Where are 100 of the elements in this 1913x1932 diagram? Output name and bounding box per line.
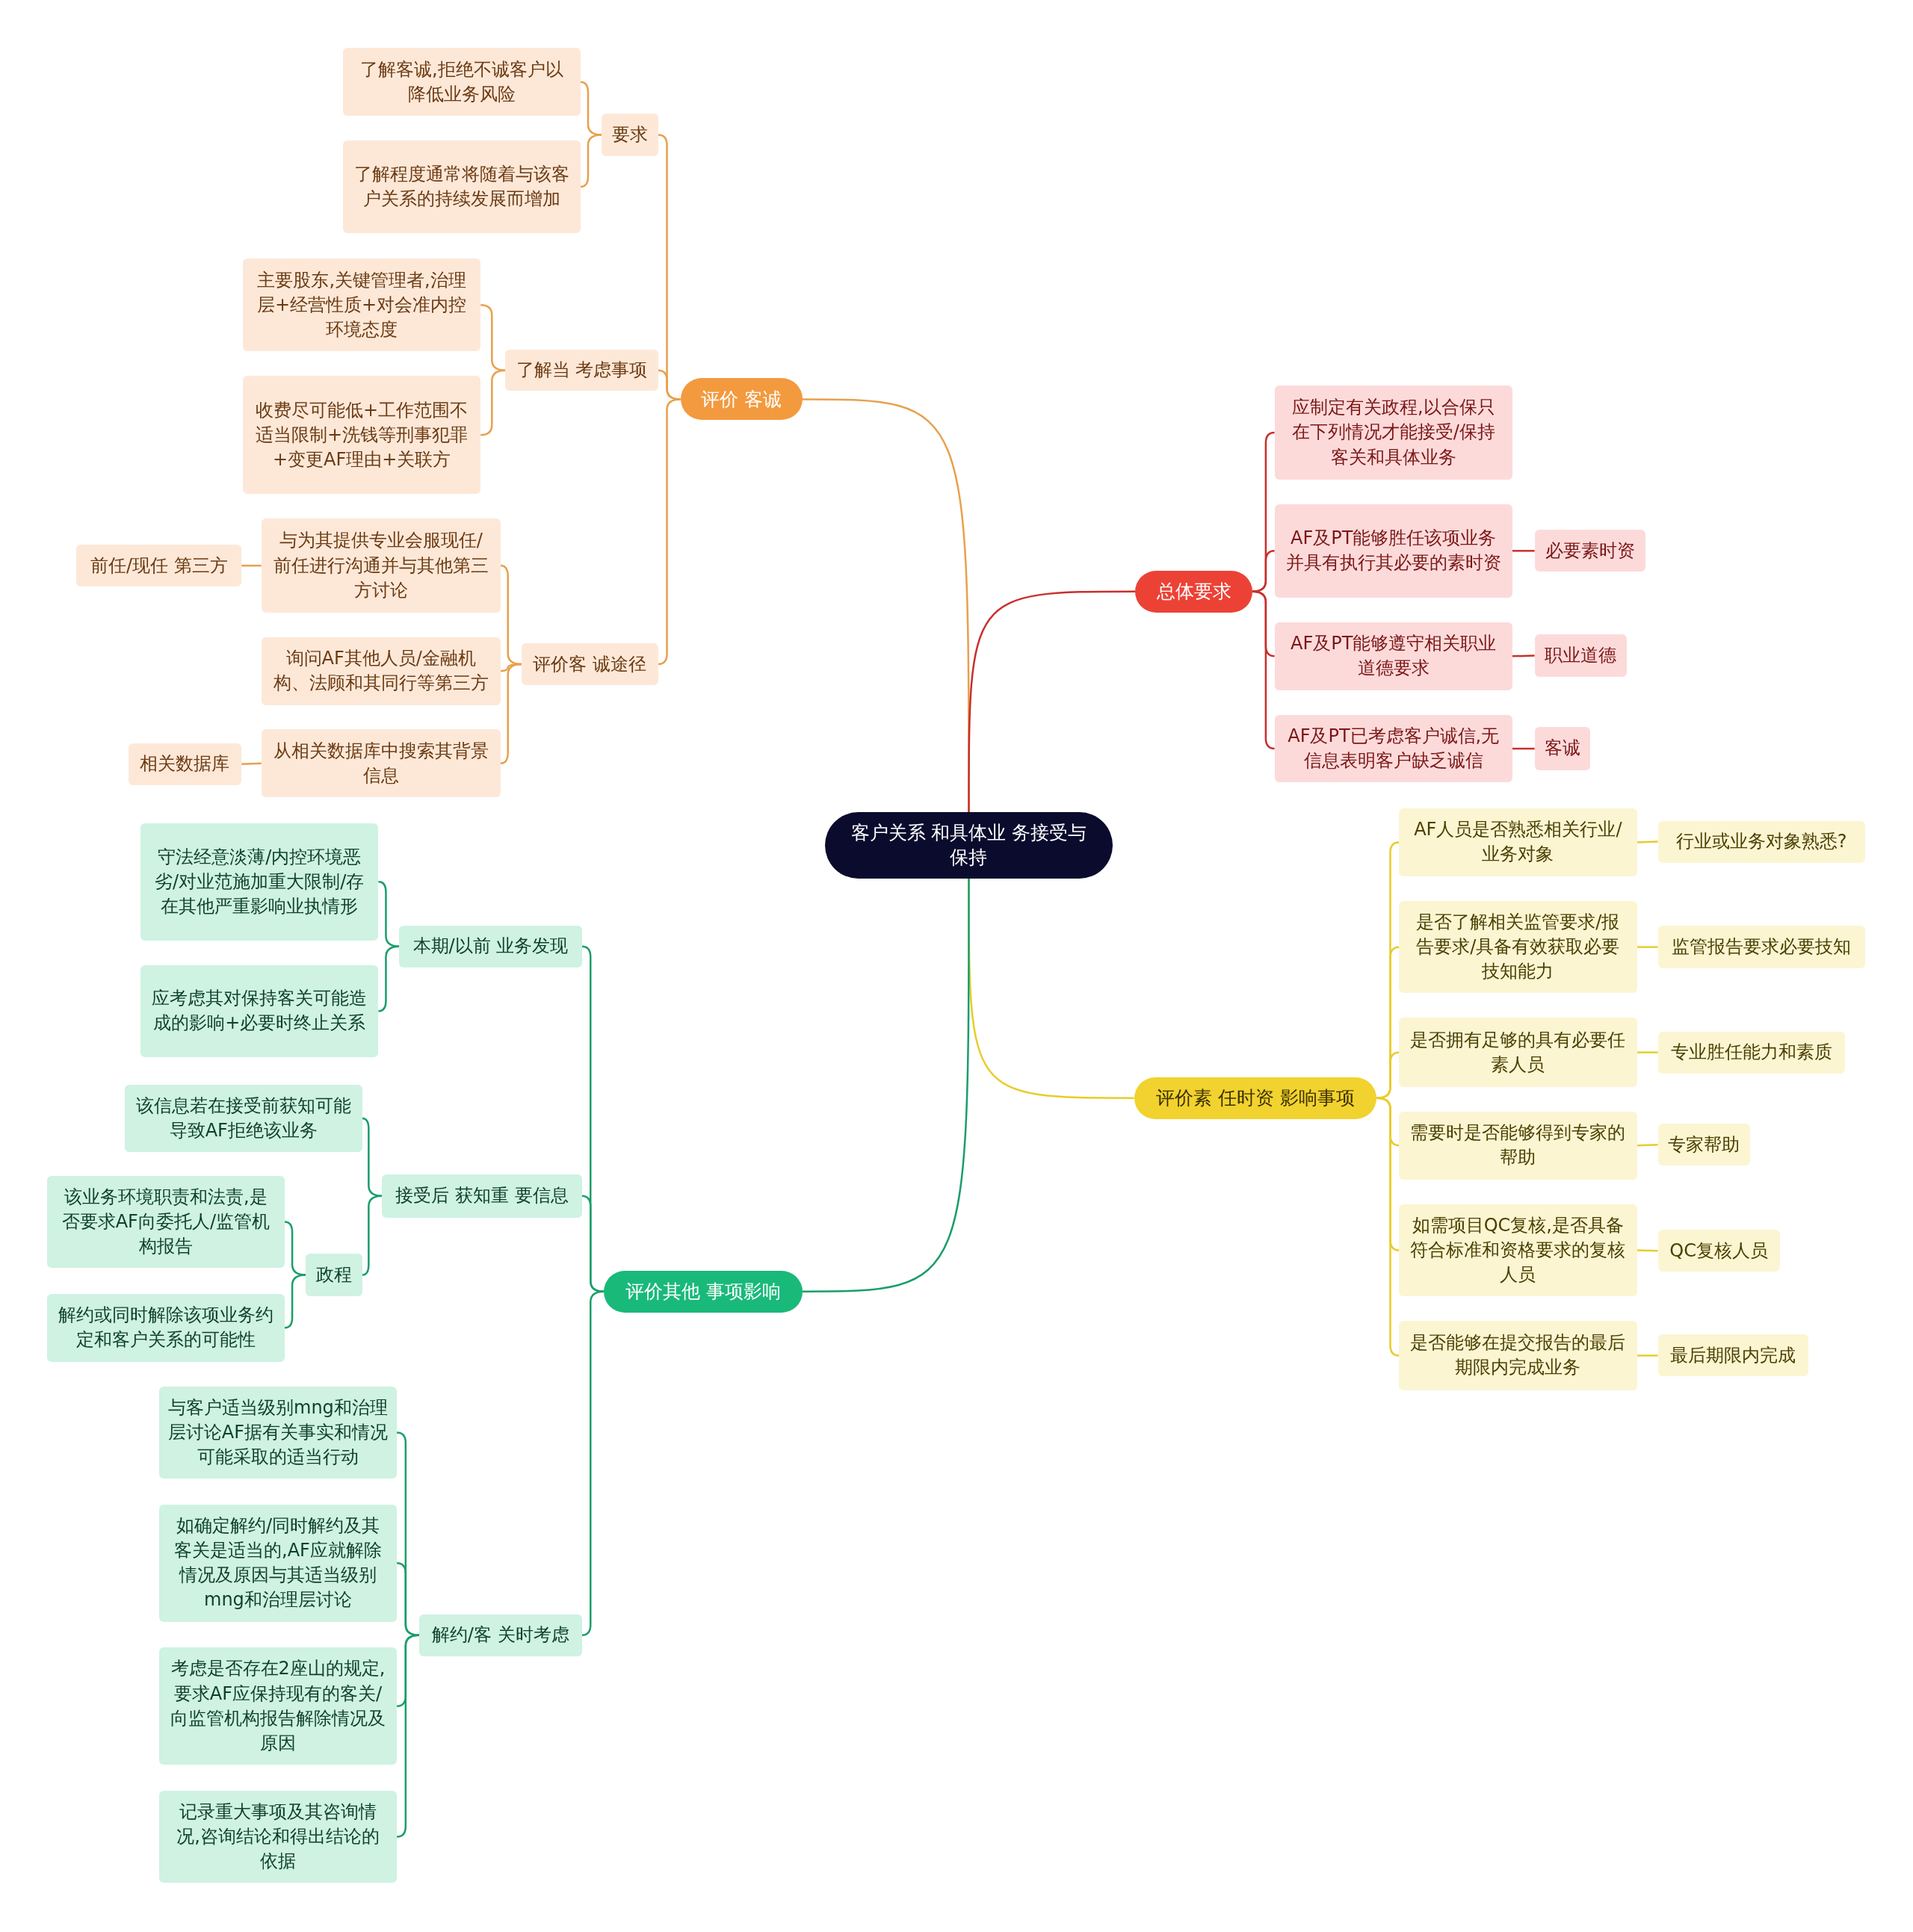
connector-line <box>1637 1249 1658 1252</box>
connector-line <box>1376 1097 1400 1357</box>
subtopic-box <box>399 925 582 967</box>
topic-text: 如确定解约/同时解约及其客关是适当的,AF应就解除情况及原因与其适当级别mng和治理层讨论 <box>173 1514 383 1612</box>
connector-line <box>284 1274 306 1329</box>
topic-text: 了解当 考虑事项 <box>516 359 648 383</box>
topic-text: 解约/客 关时考虑 <box>431 1623 569 1647</box>
subtopic-box <box>158 1505 398 1622</box>
connector-line <box>581 1290 605 1637</box>
subtopic-box <box>140 965 379 1058</box>
topic-text: 与客户适当级别mng和治理层讨论AF据有关事实和情况可能采取的适当行动 <box>167 1396 389 1470</box>
subtopic-box <box>1657 820 1865 863</box>
connector-line <box>1637 840 1658 843</box>
topic-text: 行业或业务对象熟悉? <box>1675 830 1847 854</box>
topic-text: 总体要求 <box>1156 580 1231 604</box>
topic-text: 专家帮助 <box>1668 1133 1740 1157</box>
connector-line <box>658 398 681 666</box>
topic-text: AF及PT能够遵守相关职业道德要求 <box>1290 632 1498 681</box>
topic-text: 应考虑其对保持客关可能造成的影响+必要时终止关系 <box>151 987 368 1035</box>
subtopic-box <box>1274 622 1512 690</box>
subtopic-box <box>261 729 501 798</box>
topic-text: 守法经意淡薄/内控环境恶劣/对业范施加重大限制/存在其他严重影响业执情形 <box>154 845 365 918</box>
topic-text: 如需项目QC复核,是否具备符合标准和资格要求的复核人员 <box>1409 1213 1627 1287</box>
topic-text: 接受后 获知重 要信息 <box>395 1184 569 1208</box>
topic-text: 必要素时资 <box>1545 539 1635 563</box>
topic-text: 与为其提供专业会服现任/前任进行沟通并与其他第三方讨论 <box>272 529 489 602</box>
connector-line <box>1512 550 1535 552</box>
connector-line <box>480 304 506 371</box>
connector-line <box>241 762 262 765</box>
topic-text: 主要股东,关键管理者,治理层+经营性质+对会准内控环境态度 <box>256 268 468 341</box>
subtopic-box <box>382 1174 582 1218</box>
subtopic-box <box>1657 1334 1808 1377</box>
subtopic-box <box>1534 727 1590 770</box>
subtopic-box <box>140 823 379 941</box>
subtopic-box <box>261 637 501 705</box>
connector-line <box>580 134 602 188</box>
connector-line <box>362 1195 383 1276</box>
subtopic-box <box>158 1790 398 1883</box>
topic-text: 该业务环境职责和法责,是否要求AF向委托人/监管机构报告 <box>61 1185 271 1258</box>
connector-line <box>1637 946 1658 948</box>
topic-text: QC复核人员 <box>1669 1239 1768 1263</box>
topic-text: 了解客诚,拒绝不诚客户以降低业务风险 <box>359 58 564 106</box>
subtopic-box <box>242 258 481 352</box>
connector-line <box>397 1634 419 1838</box>
subtopic-box <box>242 376 481 495</box>
subtopic-box <box>1399 1321 1637 1390</box>
subtopic-box <box>1399 808 1637 876</box>
subtopic-box <box>158 1647 398 1765</box>
topic-text: AF人员是否熟悉相关行业/业务对象 <box>1413 818 1623 867</box>
topic-text: 应制定有关政程,以合保只在下列情况才能接受/保持客关和具体业务 <box>1291 396 1496 469</box>
topic-text: AF及PT能够胜任该项业务并具有执行其必要的素时资 <box>1285 527 1502 575</box>
connector-line <box>241 564 262 567</box>
topic-text: 客户关系 和具体业 务接受与保持 <box>850 821 1088 870</box>
subtopic-box <box>128 743 242 785</box>
topic-text: 询问AF其他人员/金融机构、法顾和其同行等第三方 <box>272 647 489 696</box>
connector-line <box>1637 1051 1658 1053</box>
branch-topic-pill <box>1135 570 1252 613</box>
connector-line <box>1252 550 1275 592</box>
topic-text: 考虑是否存在2座山的规定,要求AF应保持现有的客关/向监管机构报告解除情况及原因 <box>169 1657 386 1755</box>
topic-text: 了解程度通常将随着与该客户关系的持续发展而增加 <box>353 162 570 211</box>
topic-text: 是否能够在提交报告的最后期限内完成业务 <box>1409 1331 1627 1380</box>
subtopic-box <box>76 545 242 587</box>
topic-text: 是否拥有足够的具有必要任素人员 <box>1409 1028 1627 1077</box>
topic-text: 评价 客诚 <box>701 387 782 412</box>
subtopic-box <box>1534 634 1628 677</box>
subtopic-box <box>124 1084 362 1153</box>
topic-text: 记录重大事项及其咨询情况,咨询结论和得出结论的依据 <box>176 1800 380 1874</box>
topic-text: 前任/现任 第三方 <box>90 554 228 578</box>
topic-text: 收费尽可能低+工作范围不适当限制+洗钱等刑事犯罪+变更AF理由+关联方 <box>255 398 469 471</box>
topic-text: 是否了解相关监管要求/报告要求/具备有效获取必要技知能力 <box>1415 910 1621 984</box>
subtopic-box <box>1657 1230 1780 1272</box>
subtopic-box <box>46 1175 285 1269</box>
subtopic-box <box>342 48 581 117</box>
subtopic-box <box>1274 714 1512 783</box>
connector-line <box>480 369 506 436</box>
subtopic-box <box>505 350 658 391</box>
subtopic-box <box>261 518 501 613</box>
topic-text: 相关数据库 <box>140 752 230 776</box>
connector-line <box>1376 1051 1400 1099</box>
subtopic-box <box>1534 530 1646 572</box>
topic-text: 评价素 任时资 影响事项 <box>1156 1086 1355 1111</box>
connector-line <box>378 880 400 948</box>
subtopic-box <box>1657 1031 1846 1074</box>
subtopic-box <box>1657 1124 1751 1166</box>
topic-text: 从相关数据库中搜索其背景信息 <box>272 739 489 787</box>
topic-text: 客诚 <box>1544 737 1580 761</box>
connector-line <box>1637 1354 1658 1357</box>
topic-text: 要求 <box>611 123 648 147</box>
topic-text: 监管报告要求必要技知 <box>1672 935 1852 959</box>
connector-line <box>378 945 400 1012</box>
topic-text: 评价其他 事项影响 <box>625 1280 781 1304</box>
subtopic-box <box>1399 1111 1637 1180</box>
connector-line <box>1637 1144 1658 1147</box>
topic-text: 解约或同时解除该项业务约定和客户关系的可能性 <box>57 1304 274 1352</box>
topic-text: 职业道德 <box>1545 643 1617 667</box>
connector-line <box>500 663 522 765</box>
connector-line <box>1512 654 1535 657</box>
connector-line <box>580 81 602 136</box>
connector-line <box>581 1195 605 1292</box>
connector-line <box>397 1562 419 1637</box>
